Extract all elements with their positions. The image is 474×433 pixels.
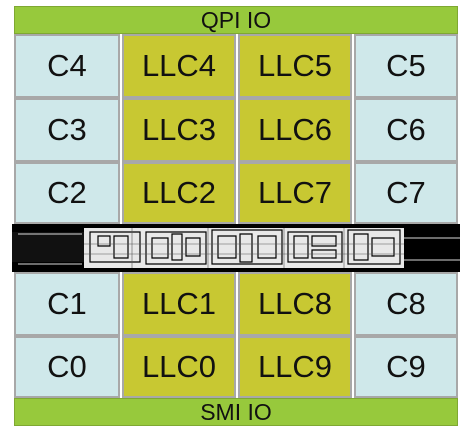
core-c0: C0 [14, 336, 120, 398]
core-c4: C4 [14, 34, 120, 98]
uncore-interconnect-strip [12, 224, 460, 272]
llc-slice-3: LLC3 [122, 98, 236, 162]
llc-slice-4: LLC4 [122, 34, 236, 98]
llc-slice-9: LLC9 [238, 336, 352, 398]
llc-slice-2: LLC2 [122, 162, 236, 224]
llc-slice-5: LLC5 [238, 34, 352, 98]
core-c9: C9 [354, 336, 458, 398]
llc-slice-8: LLC8 [238, 272, 352, 336]
llc-slice-6: LLC6 [238, 98, 352, 162]
core-c5: C5 [354, 34, 458, 98]
processor-die-diagram: QPI IO C4 LLC4 LLC5 C5 C3 LLC3 LLC6 C6 C… [12, 0, 460, 433]
core-c6: C6 [354, 98, 458, 162]
smi-io-bar: SMI IO [14, 398, 458, 426]
core-c8: C8 [354, 272, 458, 336]
core-c3: C3 [14, 98, 120, 162]
core-c1: C1 [14, 272, 120, 336]
qpi-io-bar: QPI IO [14, 6, 458, 34]
llc-slice-1: LLC1 [122, 272, 236, 336]
uncore-circuit-graphic [12, 224, 460, 272]
core-c7: C7 [354, 162, 458, 224]
core-c2: C2 [14, 162, 120, 224]
llc-slice-7: LLC7 [238, 162, 352, 224]
llc-slice-0: LLC0 [122, 336, 236, 398]
